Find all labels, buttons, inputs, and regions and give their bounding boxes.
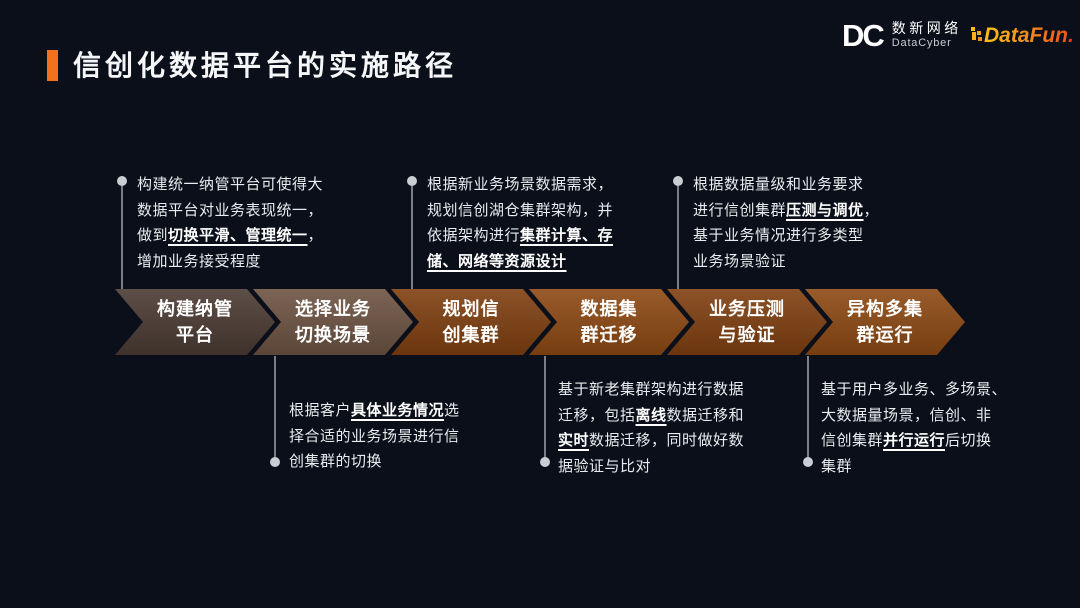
title-accent-bar — [47, 50, 58, 81]
datafun-logo-text: DataFun — [984, 24, 1068, 47]
bullet-marker — [407, 176, 417, 186]
annotation-bottom-3-text: 基于用户多业务、多场景、 大数据量场景，信创、非 信创集群并行运行后切换 集群 — [821, 381, 1008, 475]
page-title: 信创化数据平台的实施路径 — [73, 50, 458, 81]
bullet-marker — [117, 176, 127, 186]
annotation-top-3-text: 根据数据量级和业务要求 进行信创集群压测与调优， 基于业务情况进行多类型 业务场… — [693, 176, 880, 270]
annotation-top-2-text: 根据新业务场景数据需求， 规划信创湖仓集群架构，并 依据架构进行集群计算、存 储… — [427, 176, 614, 270]
datacyber-name-cn: 数新网络 — [891, 20, 962, 36]
connector-line — [121, 186, 123, 289]
datacyber-logo-icon: DC — [842, 17, 885, 53]
datacyber-logo: DC 数新网络 DataCyber — [842, 16, 962, 54]
datacyber-name-en: DataCyber — [891, 37, 952, 49]
step-3-label: 规划信创集群 — [442, 299, 500, 345]
step-3-plan-xinchuang-cluster: 规划信创集群 — [391, 289, 551, 355]
annotation-top-1-text: 构建统一纳管平台可使得大 数据平台对业务表现统一， 做到切换平滑、管理统一， 增… — [137, 176, 324, 270]
step-4-label: 数据集群迁移 — [580, 299, 638, 345]
connector-line — [274, 356, 276, 458]
step-6-label: 异构多集群运行 — [847, 299, 923, 345]
bullet-marker — [803, 457, 813, 467]
step-1-build-platform: 构建纳管平台 — [115, 289, 275, 355]
bullet-marker — [270, 457, 280, 467]
step-6-heterogeneous-multi-cluster: 异构多集群运行 — [805, 289, 965, 355]
bullet-marker — [673, 176, 683, 186]
bullet-marker — [540, 457, 550, 467]
step-2-label: 选择业务切换场景 — [295, 299, 371, 345]
step-5-stress-test-verify: 业务压测与验证 — [667, 289, 827, 355]
connector-line — [411, 186, 413, 289]
step-5-label: 业务压测与验证 — [709, 299, 785, 345]
step-1-label: 构建纳管平台 — [157, 299, 233, 345]
connector-line — [807, 356, 809, 458]
datacyber-logo-text: 数新网络 DataCyber — [892, 20, 962, 50]
datafun-logo-dot: . — [1068, 24, 1074, 47]
connector-line — [677, 186, 679, 289]
datafun-pixels-icon — [972, 36, 976, 40]
datafun-logo: DataFun . — [972, 21, 1074, 51]
annotation-bottom-1-text: 根据客户具体业务情况选 择合适的业务场景进行信 创集群的切换 — [289, 402, 460, 470]
connector-line — [544, 356, 546, 458]
annotation-bottom-2-text: 基于新老集群架构进行数据 迁移，包括离线数据迁移和 实时数据迁移，同时做好数 据… — [558, 381, 745, 475]
step-4-data-cluster-migration: 数据集群迁移 — [529, 289, 689, 355]
step-2-select-switch-scenario: 选择业务切换场景 — [253, 289, 413, 355]
